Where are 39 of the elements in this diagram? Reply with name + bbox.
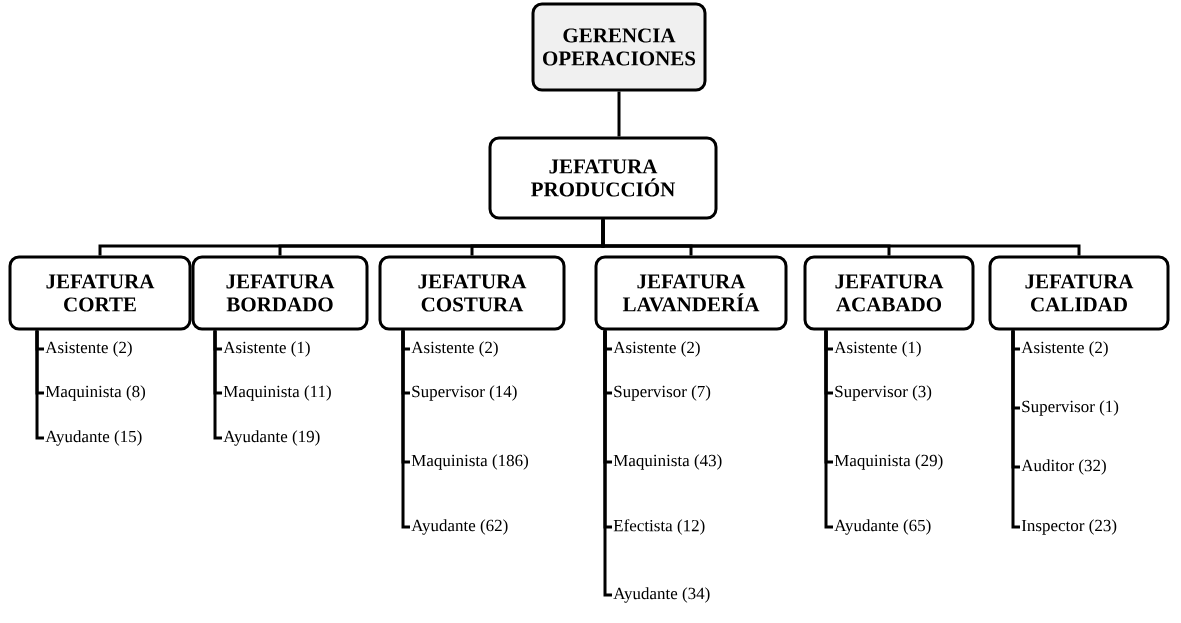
manager-box: GERENCIA OPERACIONES [531,2,707,92]
position-label: Maquinista (11) [223,385,331,401]
department-box: JEFATURA CORTE [8,255,192,331]
position-label: Asistente (2) [411,341,498,357]
position-label: Asistente (1) [223,341,310,357]
position-label: Efectista (12) [613,519,705,535]
connector-line [401,330,410,529]
position-label: Inspector (23) [1021,519,1117,535]
connector-line [603,330,612,597]
connector-line [601,219,1081,256]
connector-line [35,330,44,440]
position-label: Asistente (2) [613,341,700,357]
department-box: JEFATURA ACABADO [803,255,975,331]
position-label: Ayudante (62) [411,519,508,535]
position-label: Ayudante (65) [834,519,931,535]
position-label: Maquinista (8) [45,385,146,401]
position-label: Supervisor (14) [412,385,517,401]
position-label: Asistente (2) [1021,341,1108,357]
position-label: Ayudante (15) [45,430,142,446]
connector-line [824,330,833,529]
department-box: JEFATURA LAVANDERÍA [594,255,788,331]
position-label: Maquinista (43) [613,454,722,470]
position-label: Supervisor (1) [1022,400,1119,416]
position-label: Maquinista (29) [834,454,943,470]
department-box: JEFATURA COSTURA [378,255,566,331]
position-label: Asistente (2) [45,341,132,357]
connector-line [213,330,222,440]
position-label: Supervisor (3) [835,385,932,401]
position-label: Ayudante (19) [223,430,320,446]
department-box: JEFATURA PRODUCCIÓN [488,136,718,220]
position-label: Auditor (32) [1021,459,1106,475]
position-label: Asistente (1) [834,341,921,357]
connector-line [617,91,621,137]
department-box: JEFATURA BORDADO [191,255,369,331]
connector-line [1011,330,1020,529]
position-label: Supervisor (7) [614,385,711,401]
position-label: Maquinista (186) [411,454,529,470]
position-label: Ayudante (34) [613,587,710,603]
department-box: JEFATURA CALIDAD [988,255,1170,331]
